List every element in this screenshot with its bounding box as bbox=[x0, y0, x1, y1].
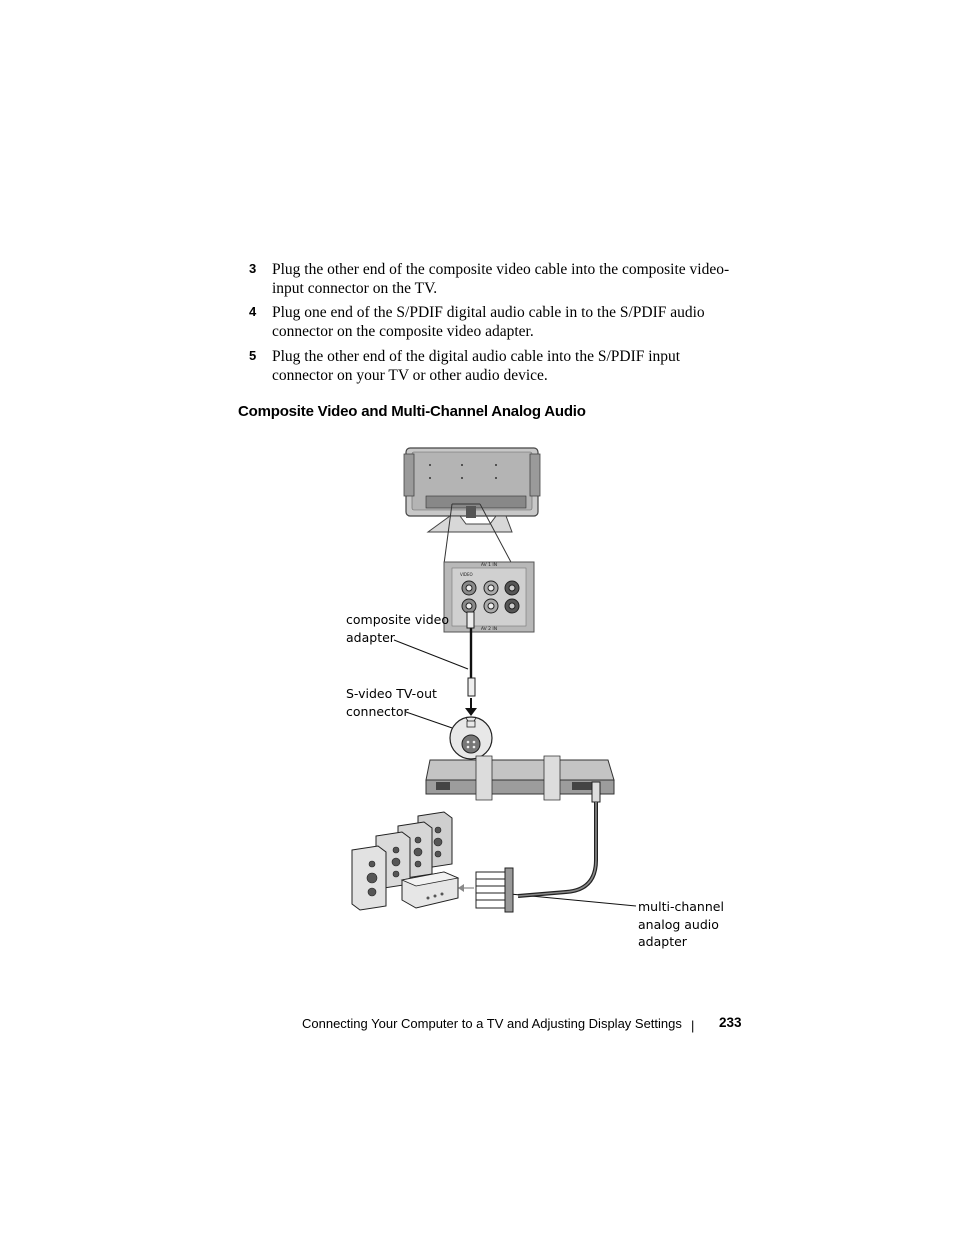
step-text: Plug the other end of the composite vide… bbox=[272, 261, 730, 297]
av-input-panel: AV 1 IN VIDEO AV 2 IN bbox=[443, 561, 535, 633]
svideo-connector-illustration bbox=[449, 716, 493, 760]
step-number: 3 bbox=[249, 261, 257, 276]
section-heading: Composite Video and Multi-Channel Analog… bbox=[238, 403, 586, 420]
callout-svideo-connector: S-video TV-out connector bbox=[346, 686, 437, 719]
step-text: Plug the other end of the digital audio … bbox=[272, 348, 681, 384]
step-text: Plug one end of the S/PDIF digital audio… bbox=[272, 304, 705, 340]
connection-diagram: AV 1 IN VIDEO AV 2 IN bbox=[351, 447, 637, 913]
step-number: 5 bbox=[249, 348, 257, 363]
callout-composite-video-adapter: composite video adapter bbox=[346, 612, 449, 645]
callout-multichannel-adapter: multi-channel analog audio adapter bbox=[638, 899, 724, 949]
panel-top-label: AV 1 IN bbox=[481, 562, 497, 568]
page-number: 233 bbox=[719, 1015, 742, 1030]
multichannel-adapter-illustration bbox=[475, 867, 514, 913]
computer-illustration bbox=[425, 755, 615, 801]
speakers-illustration bbox=[351, 811, 460, 911]
footer-title: Connecting Your Computer to a TV and Adj… bbox=[302, 1016, 682, 1031]
panel-bottom-label: AV 2 IN bbox=[481, 626, 497, 632]
tv-illustration bbox=[403, 447, 541, 533]
footer-separator: | bbox=[691, 1018, 695, 1033]
step-number: 4 bbox=[249, 304, 257, 319]
panel-video-label: VIDEO bbox=[460, 572, 473, 577]
